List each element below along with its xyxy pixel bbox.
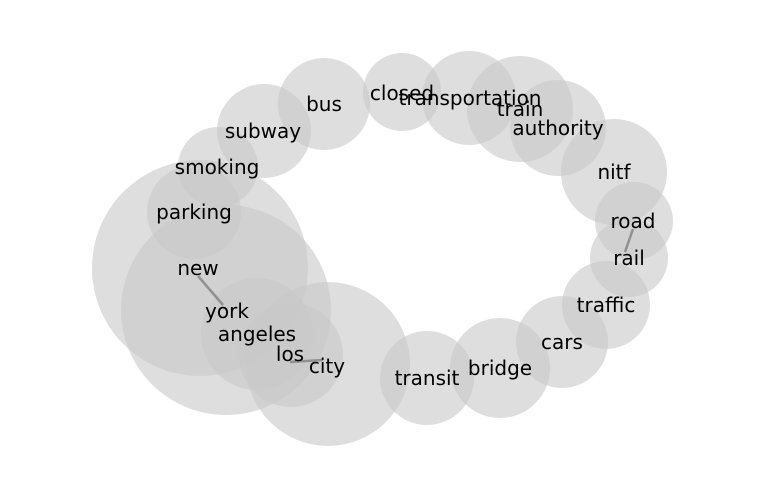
term-label-new: new bbox=[177, 256, 218, 280]
circles-layer bbox=[92, 51, 673, 446]
term-bubble-bus bbox=[278, 58, 370, 150]
term-label-road: road bbox=[611, 209, 656, 233]
term-label-closed: closed bbox=[370, 81, 434, 105]
term-label-city: city bbox=[309, 354, 345, 378]
term-label-rail: rail bbox=[613, 246, 645, 270]
term-link-los-city bbox=[289, 358, 324, 364]
term-label-transportation: transportation bbox=[399, 86, 542, 110]
term-link-new-york bbox=[197, 275, 224, 306]
term-label-nitf: nitf bbox=[597, 160, 631, 184]
term-label-transit: transit bbox=[395, 366, 460, 390]
term-label-parking: parking bbox=[156, 200, 232, 224]
term-label-bridge: bridge bbox=[468, 356, 532, 380]
term-label-authority: authority bbox=[512, 116, 603, 140]
term-bubble-closed bbox=[363, 53, 441, 131]
term-label-subway: subway bbox=[225, 119, 301, 143]
term-bubble-transit bbox=[380, 331, 474, 425]
term-bubble-bridge bbox=[450, 318, 550, 418]
term-bubble-los bbox=[239, 303, 343, 407]
term-label-york: york bbox=[205, 299, 249, 323]
term-label-cars: cars bbox=[541, 330, 583, 354]
term-label-train: train bbox=[497, 97, 544, 121]
term-label-los: los bbox=[276, 342, 304, 366]
term-label-angeles: angeles bbox=[218, 322, 296, 346]
term-link-road-rail bbox=[623, 228, 635, 253]
term-label-bus: bus bbox=[306, 92, 342, 116]
edges-layer bbox=[197, 228, 635, 364]
term-label-traffic: traffic bbox=[577, 293, 636, 317]
term-label-smoking: smoking bbox=[175, 155, 260, 179]
